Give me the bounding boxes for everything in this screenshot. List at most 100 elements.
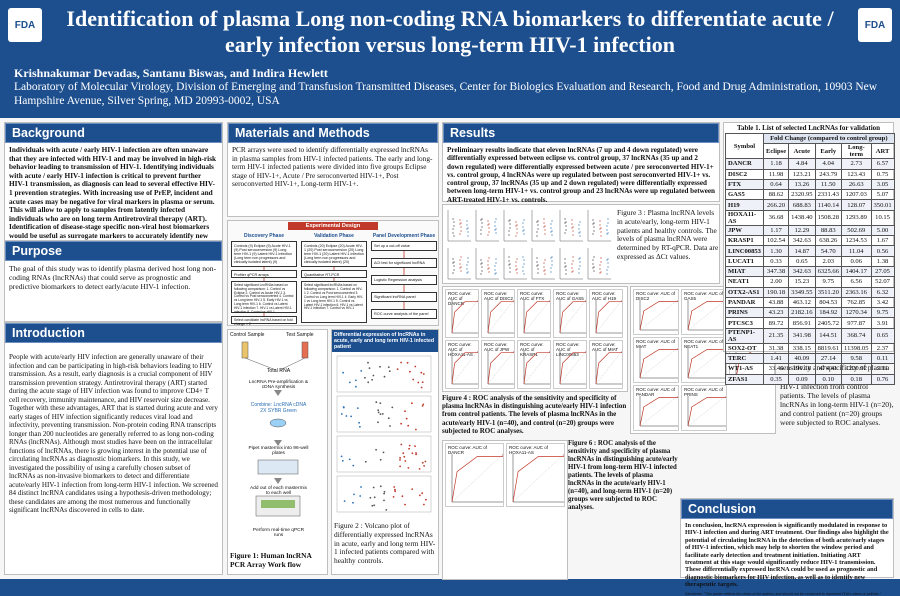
- roc-plot-title: ROC curve: AUC of DISC2: [636, 291, 676, 301]
- discovery-arrays: Profiler qPCR arrays: [231, 270, 297, 278]
- level-point: [515, 269, 517, 271]
- volcano-point: [372, 374, 375, 377]
- volcano-point: [400, 443, 403, 446]
- table-cell-symbol: ZFAS1: [725, 373, 764, 385]
- volcano-point: [383, 490, 386, 493]
- level-point: [523, 229, 525, 231]
- roc-reference-line: [523, 350, 550, 385]
- figure-4-caption: Figure 4 : ROC analysis of the sensitivi…: [442, 394, 627, 435]
- level-point: [523, 219, 525, 221]
- roc-curve-line: [595, 300, 622, 334]
- level-point: [467, 231, 469, 233]
- roc-curve-line: [559, 351, 586, 385]
- roc-plot-title: ROC curve: AUC of MIAT: [592, 342, 619, 352]
- level-point: [578, 232, 580, 234]
- level-point: [550, 227, 552, 229]
- results-heading: Results: [443, 123, 719, 143]
- level-point: [571, 227, 573, 229]
- level-point: [481, 226, 483, 228]
- table-cell-value: 8819.61: [814, 342, 843, 355]
- panel-cutoff: Set up a cut-off value: [371, 241, 437, 251]
- table-cell-value: 2320.95: [788, 189, 816, 201]
- table-cell-value: 3.91: [870, 317, 895, 329]
- level-point: [607, 222, 609, 224]
- level-point: [452, 232, 454, 234]
- table-cell-value: 0.06: [841, 255, 872, 267]
- table-cell-value: 2331.43: [814, 189, 843, 201]
- volcano-point: [377, 409, 380, 412]
- table-cell-value: 0.33: [762, 255, 790, 267]
- results-section: Results Preliminary results indicate tha…: [442, 122, 720, 204]
- table-cell-value: 977.87: [841, 317, 872, 329]
- table-cell-value: 0.35: [762, 373, 790, 385]
- roc-curve-line: [523, 300, 550, 334]
- volcano-point: [411, 452, 414, 455]
- level-point: [508, 220, 510, 222]
- phase-validation: Validation Phase: [314, 233, 354, 239]
- level-point: [536, 221, 538, 223]
- level-point: [495, 228, 497, 230]
- design-arrows: [263, 251, 405, 316]
- volcano-point: [400, 361, 402, 364]
- level-point: [515, 261, 517, 263]
- level-point: [565, 225, 567, 227]
- volcano-point: [373, 496, 376, 499]
- level-point: [543, 262, 545, 264]
- level-point: [571, 271, 573, 273]
- volcano-point: [342, 371, 344, 374]
- level-point: [516, 224, 518, 226]
- conclusion-heading: Conclusion: [681, 499, 893, 519]
- purpose-heading: Purpose: [5, 241, 222, 261]
- table-cell-value: 338.15: [788, 342, 816, 355]
- volcano-point: [414, 365, 417, 368]
- level-point: [564, 266, 566, 268]
- level-point: [592, 219, 594, 221]
- volcano-point: [379, 485, 382, 488]
- level-point: [467, 235, 469, 237]
- table-cell-value: 27.05: [870, 265, 895, 278]
- volcano-point: [368, 367, 371, 369]
- figure-6-caption-box: Figure 6 : ROC analysis of the sensitivi…: [568, 440, 678, 580]
- roc-curve-line: [512, 454, 564, 503]
- volcano-point: [373, 504, 376, 507]
- volcano-point: [350, 415, 352, 418]
- table-cell-value: 5.07: [870, 189, 895, 201]
- table-cell-value: 6.56: [841, 276, 872, 288]
- roc-reference-line: [595, 350, 622, 385]
- level-point: [578, 268, 580, 270]
- volcano-point: [379, 413, 382, 416]
- level-point: [460, 226, 462, 228]
- table-cell-value: 368.74: [841, 327, 872, 344]
- table-cell-value: 502.69: [841, 224, 872, 237]
- level-point: [606, 225, 608, 227]
- level-point: [572, 226, 574, 228]
- workflow-step-4: Pipet mastermix into 96-well plates: [248, 446, 309, 456]
- table-cell-value: 33.46: [762, 363, 790, 375]
- roc-plot-title: ROC curve: AUC of DANCR: [448, 291, 472, 306]
- table-cell-symbol: DANCR: [725, 158, 764, 170]
- level-point: [487, 220, 489, 222]
- level-point: [466, 272, 468, 274]
- level-point: [467, 257, 469, 259]
- level-point: [565, 229, 567, 231]
- table-cell-value: 9.75: [814, 276, 843, 288]
- level-point: [565, 265, 567, 267]
- table-cell-symbol: NEAT1: [725, 276, 764, 288]
- roc-curve-line: [451, 300, 478, 334]
- level-point: [537, 220, 539, 222]
- volcano-point: [375, 448, 377, 451]
- volcano-point: [355, 379, 357, 382]
- level-point: [592, 233, 594, 235]
- volcano-point: [400, 422, 402, 425]
- table-cell-value: 2.37: [870, 342, 895, 355]
- roc-reference-line: [487, 350, 514, 385]
- table-cell-value: 342.63: [788, 265, 816, 278]
- volcano-point: [391, 406, 394, 409]
- level-point: [606, 233, 608, 235]
- table-cell-value: 1234.53: [841, 235, 872, 247]
- level-point: [600, 271, 602, 273]
- figure-1-caption: Figure 1: Human lncRNA PCR Array Work fl…: [230, 551, 312, 569]
- table-cell-value: 638.26: [814, 235, 843, 247]
